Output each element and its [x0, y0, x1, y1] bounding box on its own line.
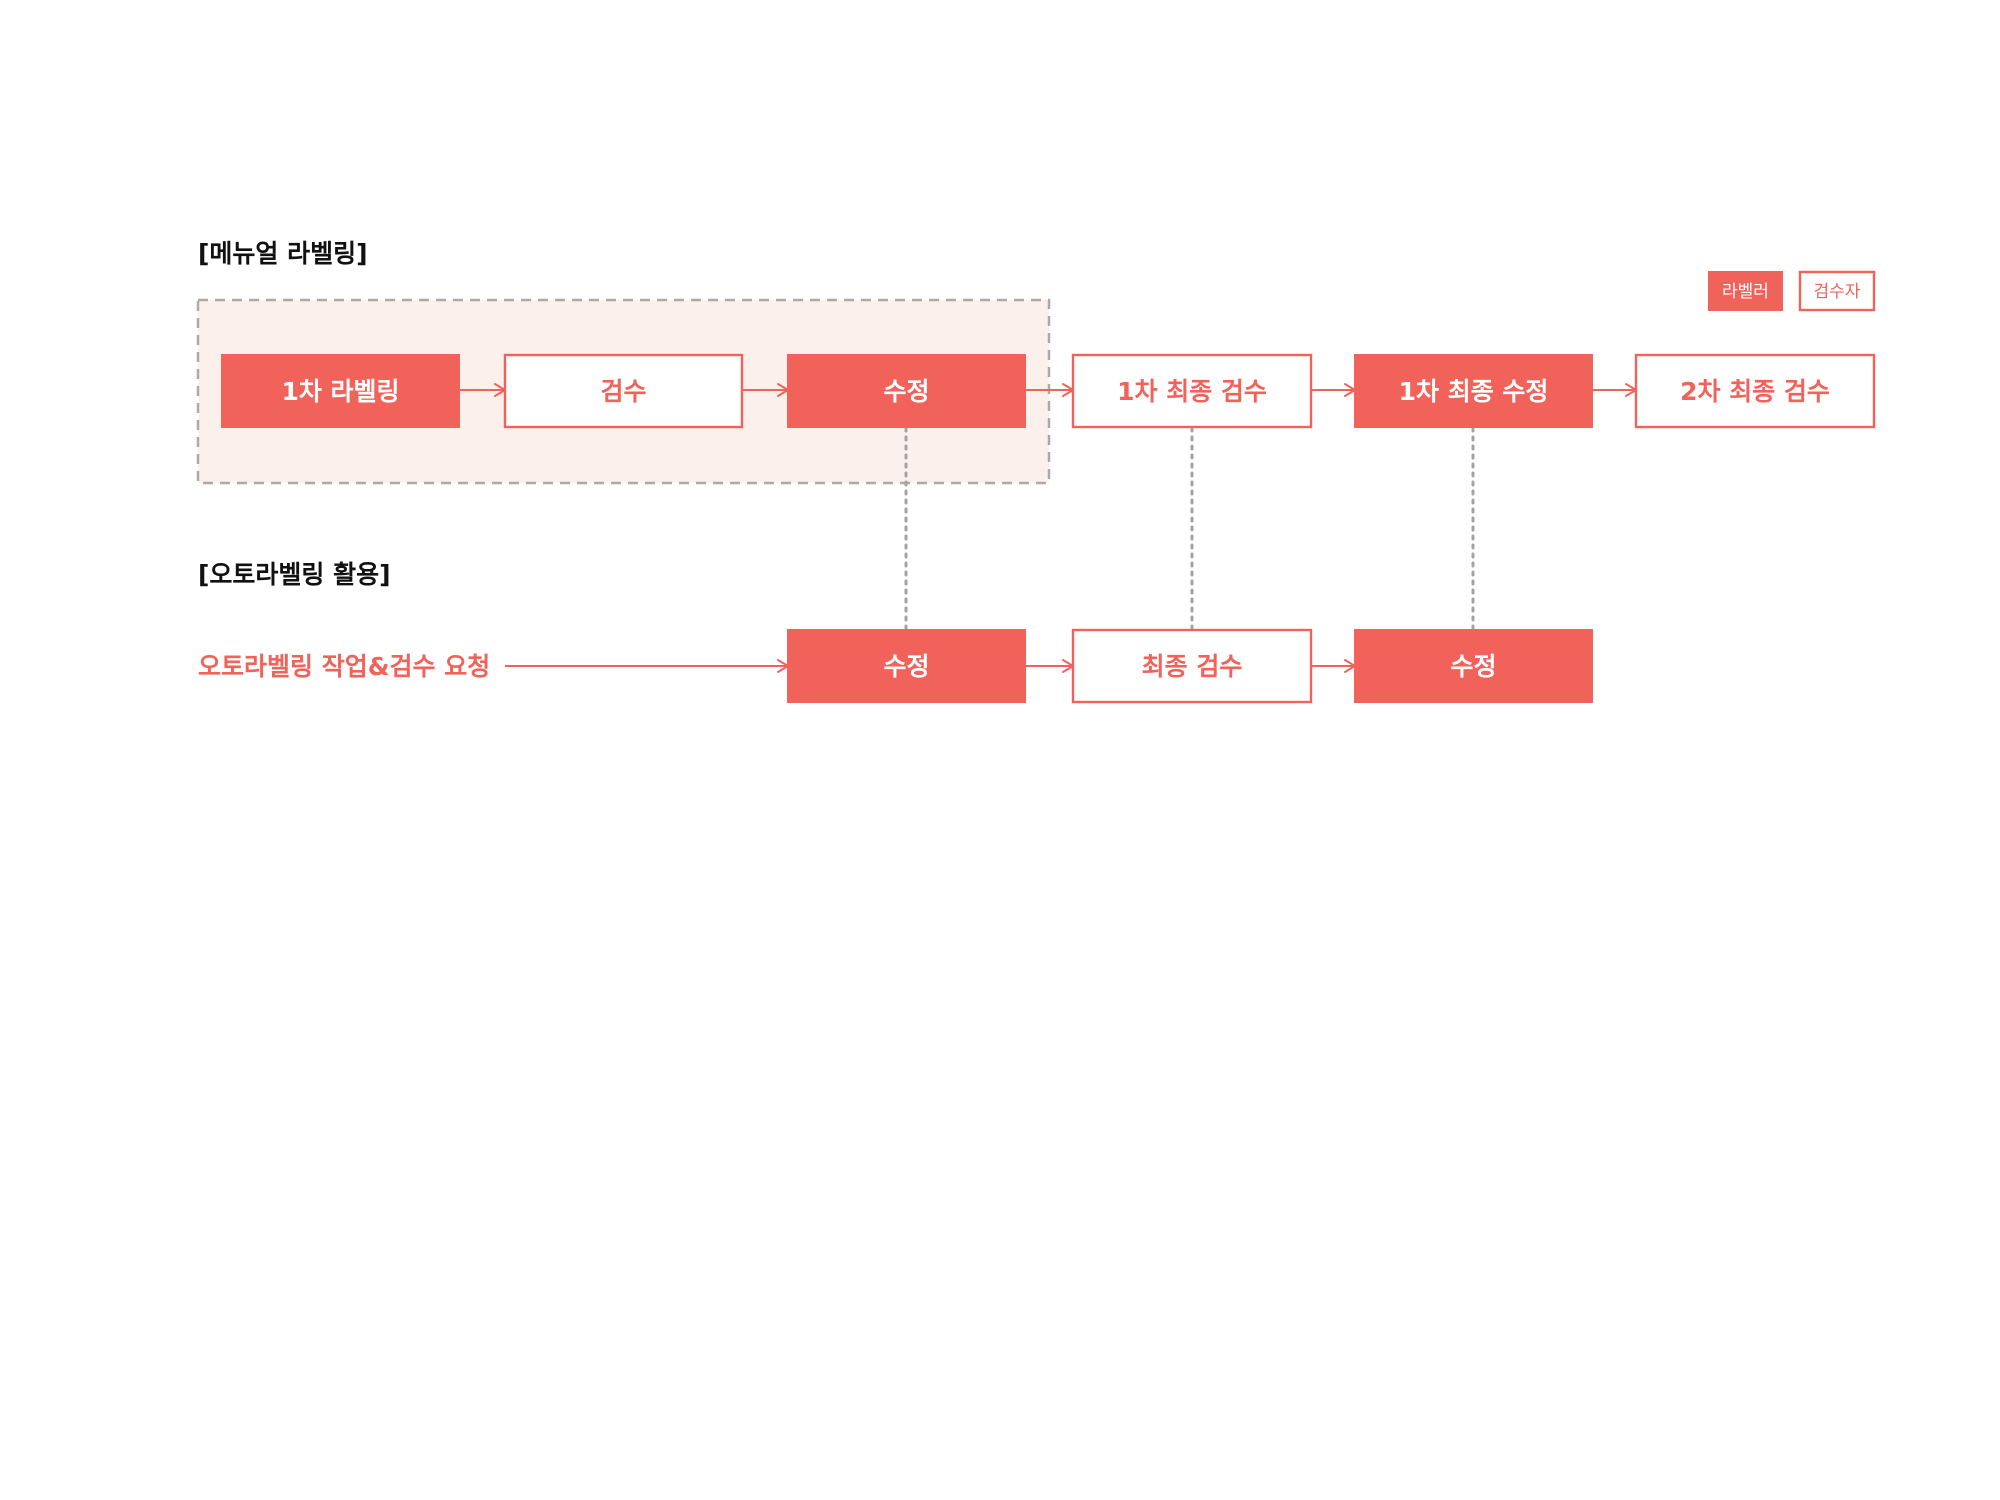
step-label: 검수 [600, 377, 646, 406]
manual-step-3: 수정 [787, 354, 1026, 428]
auto-section-title: [오토라벨링 활용] [198, 560, 391, 589]
step-label: 수정 [883, 377, 929, 406]
step-box [1354, 629, 1593, 703]
auto-flow: 수정 최종 검수 수정 [787, 628, 1593, 704]
auto-step-2: 최종 검수 [1071, 628, 1313, 704]
step-label: 최종 검수 [1142, 652, 1243, 681]
step-box [221, 354, 460, 428]
manual-step-6: 2차 최종 검수 [1634, 353, 1876, 429]
step-box [787, 629, 1026, 703]
auto-step-3: 수정 [1354, 629, 1593, 703]
manual-flow: 1차 라벨링 검수 수정 1차 최종 검수 1차 최종 수정 2차 최종 검수 [221, 353, 1876, 429]
auto-step-1: 수정 [787, 629, 1026, 703]
step-box [787, 354, 1026, 428]
legend-reviewer-swatch [1798, 270, 1876, 312]
manual-step-5: 1차 최종 수정 [1354, 354, 1593, 428]
step-label: 수정 [883, 652, 929, 681]
step-box [1634, 353, 1876, 429]
step-box [503, 353, 744, 429]
step-box [1354, 354, 1593, 428]
legend: 라벨러 검수자 [1708, 270, 1876, 312]
manual-step-4: 1차 최종 검수 [1071, 353, 1313, 429]
manual-step-2: 검수 [503, 353, 744, 429]
manual-step-1: 1차 라벨링 [221, 354, 460, 428]
legend-labeler-label: 라벨러 [1722, 282, 1769, 302]
step-box [1071, 628, 1313, 704]
legend-labeler-swatch [1708, 271, 1783, 311]
step-label: 2차 최종 검수 [1680, 377, 1830, 406]
auto-request-text: 오토라벨링 작업&검수 요청 [198, 652, 490, 681]
step-label: 1차 최종 수정 [1399, 377, 1549, 406]
manual-section-title: [메뉴얼 라벨링] [198, 239, 368, 268]
step-label: 수정 [1450, 652, 1496, 681]
step-label: 1차 최종 검수 [1117, 377, 1267, 406]
legend-reviewer-label: 검수자 [1814, 282, 1861, 302]
step-label: 1차 라벨링 [281, 377, 399, 406]
step-box [1071, 353, 1313, 429]
